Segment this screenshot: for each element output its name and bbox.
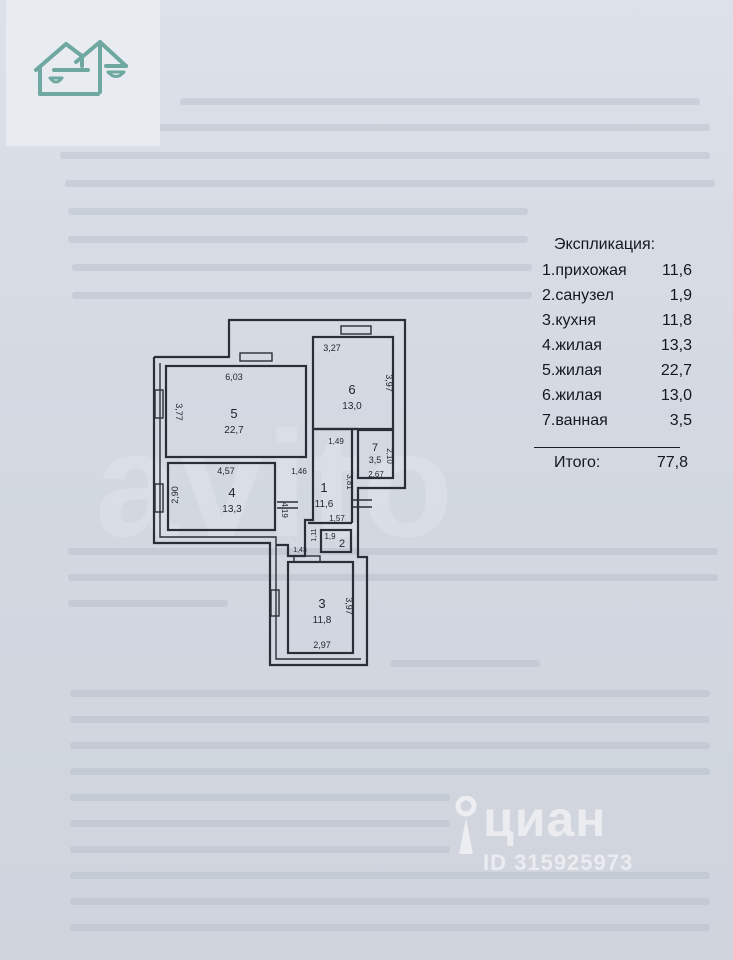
room-area-1: 11,6 xyxy=(315,499,334,510)
legend-room-label: 1.прихожая xyxy=(542,262,627,279)
room-area-4: 13,3 xyxy=(222,504,242,515)
legend-room-area: 3,5 xyxy=(669,412,692,429)
legend-divider xyxy=(534,447,680,448)
dimension-label: 3,81 xyxy=(345,474,354,490)
dimension-label: 1,49 xyxy=(328,437,344,446)
room-area-5: 22,7 xyxy=(224,425,244,436)
room-area-7: 3,5 xyxy=(369,455,382,465)
room-number-5: 5 xyxy=(230,406,237,421)
room-labels: 5 22,7 6 13,0 4 13,3 1 11,6 7 3,5 2 1,9 … xyxy=(222,382,381,626)
plan-walls xyxy=(152,318,407,667)
legend-room-area: 1,9 xyxy=(669,287,692,304)
room-area-6: 13,0 xyxy=(342,401,362,412)
legend-row: 5.жилая 22,7 xyxy=(542,358,692,383)
room-number-1: 1 xyxy=(320,480,327,495)
dimension-label: 2,67 xyxy=(368,470,384,479)
explication-legend: Экспликация: 1.прихожая 11,6 2.санузел 1… xyxy=(532,236,702,472)
legend-room-area: 22,7 xyxy=(660,362,692,379)
legend-row: 2.санузел 1,9 xyxy=(542,283,692,308)
room-number-4: 4 xyxy=(228,485,235,500)
dimension-label: 4,57 xyxy=(217,466,235,476)
legend-total-value: 77,8 xyxy=(656,454,688,471)
legend-room-label: 3.кухня xyxy=(542,312,597,329)
dimension-label: 1,11 xyxy=(311,528,318,541)
legend-room-label: 5.жилая xyxy=(542,362,602,379)
legend-row: 4.жилая 13,3 xyxy=(542,333,692,358)
dimension-label: 3,97 xyxy=(384,374,394,392)
cian-pin-icon xyxy=(455,796,477,854)
dimension-label: 1,57 xyxy=(329,514,345,523)
dimension-label: 3,77 xyxy=(174,403,184,421)
legend-row: 7.ванная 3,5 xyxy=(542,408,692,433)
cian-listing-id: ID 315925973 xyxy=(483,850,634,875)
room-area-3: 11,8 xyxy=(313,615,332,626)
legend-room-area: 11,6 xyxy=(662,262,692,279)
dimension-label: 2,97 xyxy=(313,640,331,650)
legend-room-label: 6.жилая xyxy=(542,387,602,404)
legend-row: 6.жилая 13,0 xyxy=(542,383,692,408)
legend-room-label: 7.ванная xyxy=(542,412,608,429)
dimension-label: 3,27 xyxy=(323,343,341,353)
dimension-label: 1,43 xyxy=(293,547,307,554)
room-number-2: 2 xyxy=(339,538,345,550)
legend-room-label: 4.жилая xyxy=(542,337,602,354)
dimension-label: 2,10 xyxy=(385,448,394,464)
dimension-label: 1,46 xyxy=(291,467,307,476)
cian-watermark: циан xyxy=(453,790,607,854)
legend-title: Экспликация: xyxy=(554,236,656,253)
dimension-label: 6,03 xyxy=(225,372,243,382)
room-number-6: 6 xyxy=(348,382,355,397)
legend-room-area: 13,3 xyxy=(660,337,692,354)
dimension-label: 3,97 xyxy=(344,597,354,615)
dimension-label: 4,19 xyxy=(280,502,289,518)
legend-room-area: 13,0 xyxy=(660,387,692,404)
legend-row: 3.кухня 11,8 xyxy=(542,308,692,333)
house-scales-logo-icon xyxy=(34,40,128,96)
cian-brand-text: циан xyxy=(483,791,607,847)
legend-row: 1.прихожая 11,6 xyxy=(542,258,692,283)
legend-room-area: 11,8 xyxy=(662,312,692,329)
logo-tile xyxy=(6,0,160,146)
dimension-label: 2,90 xyxy=(170,486,180,504)
legend-total: Итого: 77,8 xyxy=(554,454,688,472)
legend-room-label: 2.санузел xyxy=(542,287,614,304)
dimension-labels: 6,03 3,77 3,27 3,97 1,49 2,10 2,67 1,46 … xyxy=(170,343,394,650)
legend-total-label: Итого: xyxy=(554,454,601,471)
room-number-3: 3 xyxy=(318,596,325,611)
room-number-7: 7 xyxy=(372,442,378,454)
room-area-2: 1,9 xyxy=(324,532,336,541)
